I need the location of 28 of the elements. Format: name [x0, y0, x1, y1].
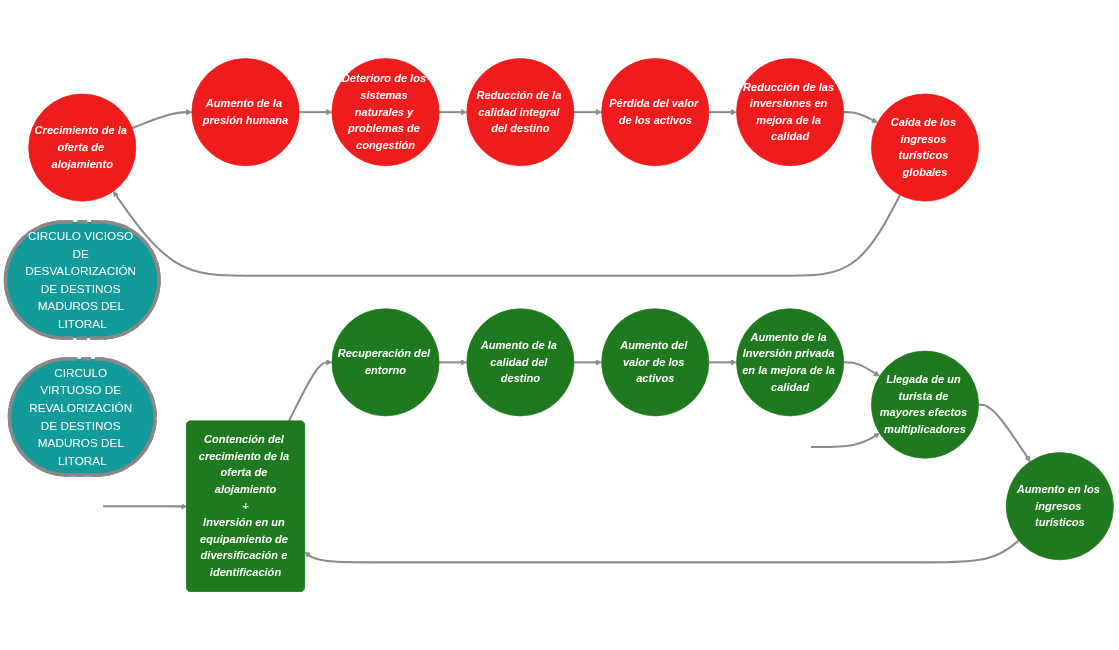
- arrow: [708, 359, 737, 366]
- arrow: [103, 503, 188, 510]
- arrow: [439, 109, 468, 116]
- node-circle: Crecimiento de la oferta de alojamiento: [28, 93, 137, 202]
- arrow: [978, 403, 1031, 462]
- node-circle: Reducción de las inversiones en mejora de la calidad: [736, 58, 845, 167]
- node-circle: Aumento del valor de los activos: [601, 308, 710, 417]
- node-circle: Reducción de la calidad integral del destino: [466, 58, 575, 167]
- node-circle: Aumento en los ingresos turísticos: [1005, 452, 1114, 561]
- arrow: [287, 359, 333, 423]
- node-circle: Aumento de la presión humana: [191, 58, 300, 167]
- arrow: [574, 359, 602, 366]
- node-circle: Aumento de la calidad del destino: [466, 308, 575, 417]
- arrow: [574, 109, 602, 116]
- node-circle: Recuperación del entorno: [331, 308, 440, 417]
- arrow: [112, 191, 901, 277]
- arrow: [131, 109, 193, 130]
- node-circle: Pérdida del valor de los activos: [601, 58, 710, 167]
- arrow: [843, 361, 880, 377]
- arrow: [304, 539, 1020, 564]
- arrow: [810, 433, 880, 449]
- arrow: [299, 109, 333, 116]
- node-circle: Caída de los ingresos turísticos globales: [871, 93, 979, 202]
- arrow: [843, 111, 878, 124]
- arrow: [439, 359, 468, 366]
- arrow: [708, 109, 737, 116]
- node-circle: Llegada de un turista de mayores efectos multiplicadores: [871, 350, 979, 459]
- node-circle: Aumento de la Inversión privada en la mejora de la calidad: [736, 308, 845, 417]
